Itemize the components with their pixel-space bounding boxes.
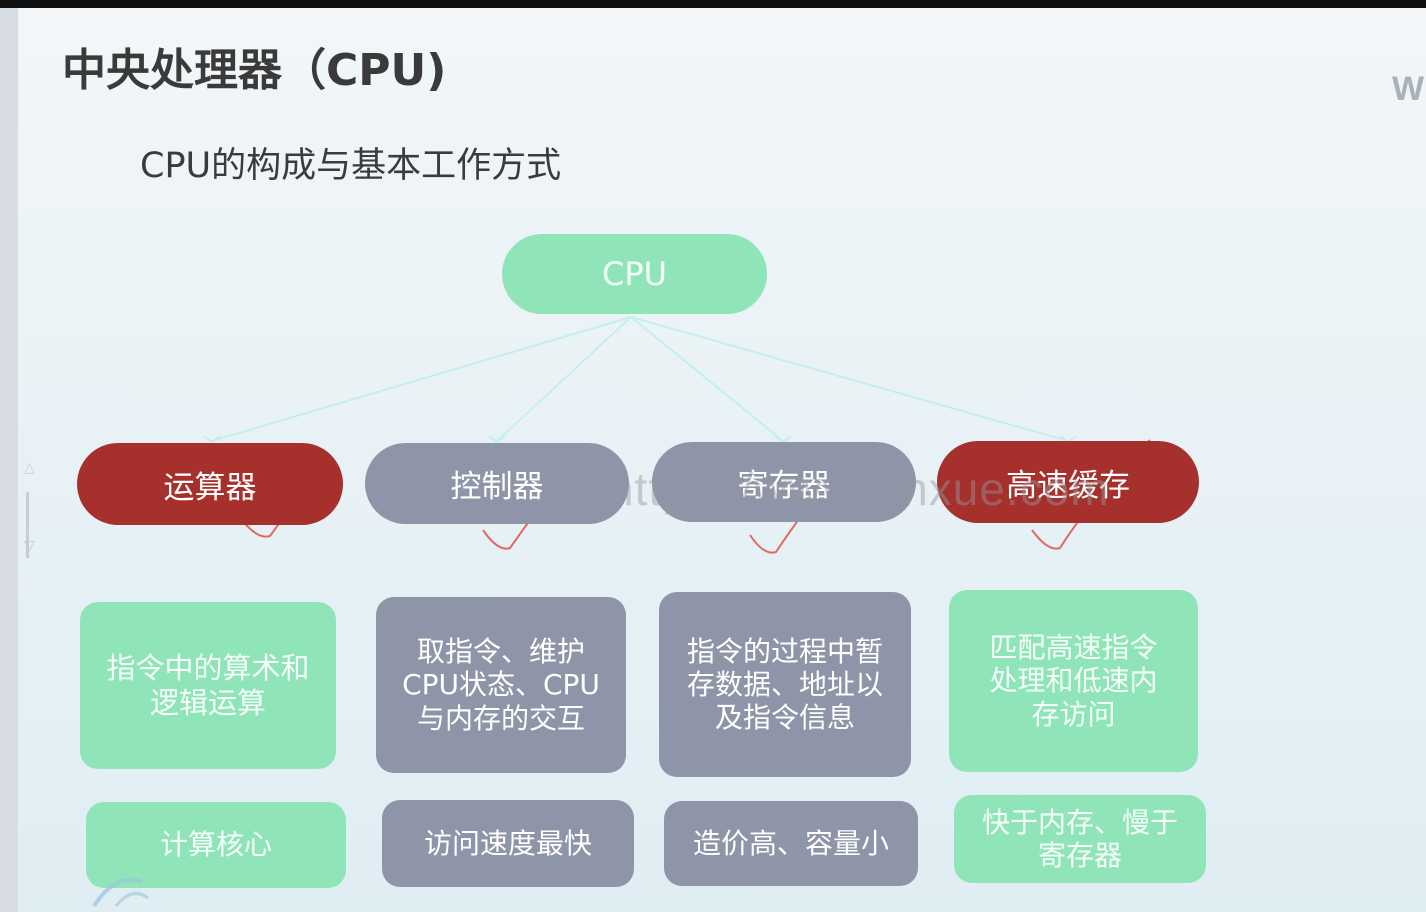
connector-line	[630, 316, 1069, 442]
scroll-handle[interactable]	[26, 492, 29, 558]
feature-alu: 计算核心	[86, 802, 346, 888]
component-cache: 高速缓存	[937, 441, 1199, 523]
component-register: 寄存器	[652, 442, 916, 522]
component-alu: 运算器	[77, 443, 343, 525]
top-bar	[0, 0, 1426, 8]
description-register: 指令的过程中暂存数据、地址以及指令信息	[659, 592, 911, 777]
slide-subtitle: CPU的构成与基本工作方式	[140, 146, 562, 186]
triangle-up-icon[interactable]: △	[24, 460, 35, 476]
component-controller: 控制器	[365, 443, 629, 524]
slide-title: 中央处理器（CPU)	[62, 45, 447, 96]
feature-controller: 访问速度最快	[382, 800, 634, 887]
corner-text: W	[1392, 70, 1425, 108]
logo-icon	[92, 877, 149, 908]
arrow-head-icon	[488, 435, 506, 444]
feature-cache: 快于内存、慢于寄存器	[954, 795, 1206, 883]
connector-line	[496, 316, 632, 442]
cpu-root-node: CPU	[502, 234, 767, 314]
feature-register: 造价高、容量小	[664, 801, 918, 886]
connector-line	[211, 316, 632, 442]
watermark: https://www.whxue.com	[608, 463, 1110, 515]
description-cache: 匹配高速指令处理和低速内存访问	[949, 590, 1198, 772]
description-controller: 取指令、维护CPU状态、CPU与内存的交互	[376, 597, 626, 773]
left-tool-strip	[0, 8, 18, 912]
arrow-head-icon	[203, 435, 221, 444]
description-alu: 指令中的算术和逻辑运算	[80, 602, 336, 769]
triangle-down-icon[interactable]: ▽	[24, 538, 35, 554]
connector-line	[630, 316, 784, 442]
